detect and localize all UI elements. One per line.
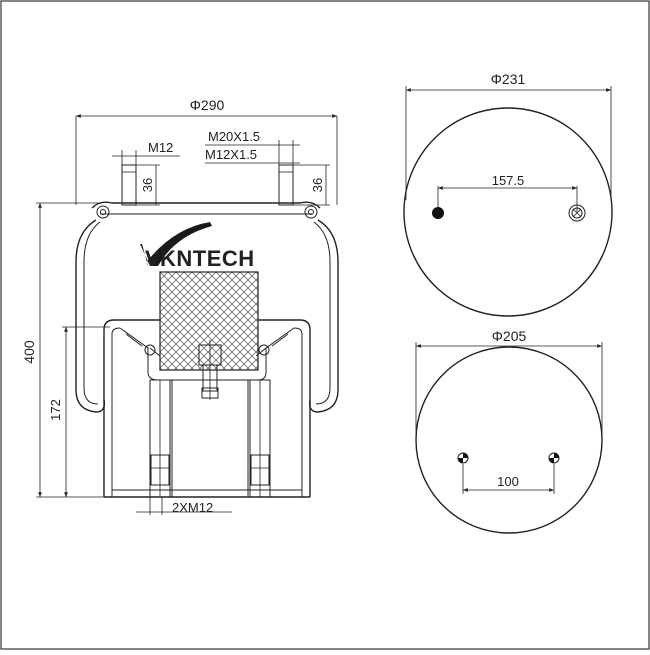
top-hole-spacing-label: 157.5 [492, 173, 525, 188]
bottom-plate-view: Φ205 100 [415, 328, 603, 534]
stud-length-right-label: 36 [310, 178, 325, 192]
brand-logo-letter: V [145, 246, 160, 271]
top-plate-view: Φ231 157.5 [403, 71, 613, 317]
stud-left-label: M12 [148, 140, 173, 155]
brand-name: KNTECH [160, 246, 255, 271]
stud-length-left-label: 36 [140, 178, 155, 192]
bottom-plate-circle [415, 346, 603, 534]
piston-height-dim-label: 172 [48, 399, 63, 421]
brand-logo: V KNTECH [140, 222, 255, 271]
fitting-top-label: M20X1.5 [208, 129, 260, 144]
bottom-studs-label: 2XM12 [172, 500, 213, 515]
height-dim-label: 400 [21, 340, 37, 364]
top-plate-circle [403, 107, 613, 317]
bottom-hole-left [457, 452, 469, 464]
width-dim-label: Φ290 [190, 97, 225, 113]
bottom-hole-right [548, 452, 560, 464]
side-view: Φ290 400 172 M12 36 M20X1.5 [21, 97, 339, 515]
bottom-plate-diameter-label: Φ205 [492, 328, 527, 344]
fitting-hole-outer [568, 204, 586, 222]
bottom-hole-spacing-label: 100 [497, 474, 519, 489]
bumper-block [159, 271, 259, 371]
top-plate-diameter-label: Φ231 [491, 71, 526, 87]
fitting-bottom-label: M12X1.5 [205, 147, 257, 162]
stud-hole-dot [432, 207, 444, 219]
